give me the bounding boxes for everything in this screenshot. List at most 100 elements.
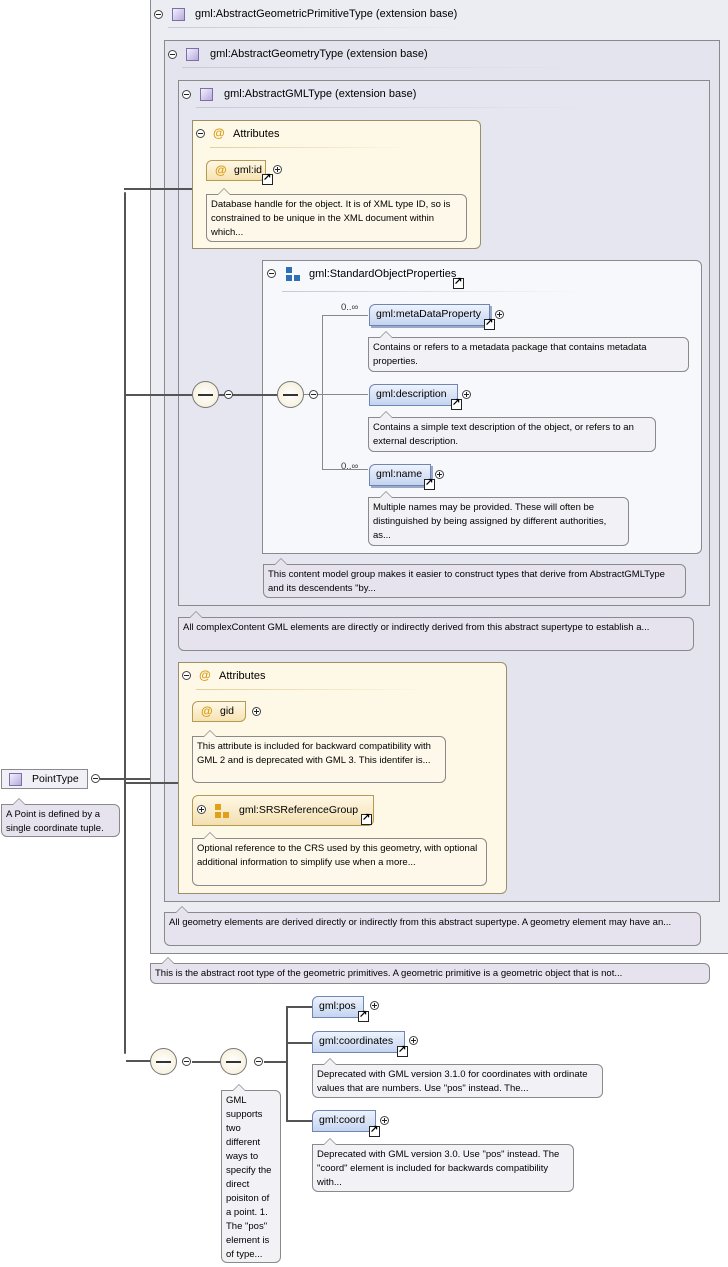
coord-expand-icon[interactable] [380,1116,389,1125]
gml-id-label: gml:id [234,164,263,176]
connector [124,188,192,190]
coord-doc: Deprecated with GML version 3.0. Use "po… [312,1138,574,1192]
description-link-icon[interactable] [451,397,462,410]
coordinates-link-icon[interactable] [397,1044,408,1057]
pos-expand-icon[interactable] [370,1001,379,1010]
connector [124,192,126,1054]
sequence-collapse-icon[interactable] [224,390,233,399]
connector [322,315,368,316]
sequence-icon[interactable] [150,1048,177,1075]
complex-type-icon [172,8,185,21]
geometry-title: gml:AbstractGeometryType (extension base… [210,48,428,60]
connector [126,1060,152,1062]
name-link-icon[interactable] [424,477,435,490]
name-doc: Multiple names may be provided. These wi… [368,491,629,546]
element-coordinates[interactable]: gml:coordinates [312,1031,405,1053]
sequence-icon[interactable] [277,381,304,408]
description-doc: Contains a simple text description of th… [368,411,656,452]
description-expand-icon[interactable] [462,390,471,399]
pos-link-icon[interactable] [358,1009,369,1022]
connector [286,1042,312,1044]
srs-doc: Optional reference to the CRS used by th… [192,832,487,886]
root-collapse-icon[interactable] [91,774,100,783]
primitive-collapse-icon[interactable] [154,10,163,19]
gid-expand-icon[interactable] [252,707,261,716]
separator [196,107,596,108]
separator [182,67,582,68]
separator [168,27,468,28]
srs-reference-group[interactable]: gml:SRSReferenceGroup [192,795,374,826]
sequence-collapse-icon[interactable] [182,1057,191,1066]
attributes-icon: @ [199,668,211,682]
srs-link-icon[interactable] [361,812,372,825]
root-label: PointType [32,773,79,785]
choice-icon[interactable] [220,1048,247,1075]
metadata-cardinality: 0..∞ [341,302,359,313]
element-metadataproperty[interactable]: gml:metaDataProperty [369,304,490,326]
choice-doc: GML supports two different ways to speci… [221,1084,281,1263]
coord-link-icon[interactable] [369,1124,380,1137]
name-cardinality: 0..∞ [341,461,359,472]
gml-id-link-icon[interactable] [262,172,273,185]
gml-id-doc: Database handle for the object. It is of… [206,188,467,242]
group-icon [286,267,300,281]
gml-type-title: gml:AbstractGMLType (extension base) [224,88,417,100]
srs-label: gml:SRSReferenceGroup [239,804,359,816]
connector [124,782,178,784]
element-description[interactable]: gml:description [369,384,458,406]
standard-props-doc: This content model group makes it easier… [263,558,686,598]
attribute-icon: @ [215,163,227,177]
complex-type-icon [186,48,199,61]
choice-collapse-icon[interactable] [254,1057,263,1066]
coordinates-expand-icon[interactable] [409,1036,418,1045]
geometry-doc: All geometry elements are derived direct… [164,906,701,946]
connector [286,1120,312,1122]
geometry-collapse-icon[interactable] [168,50,177,59]
standard-props-link-icon[interactable] [453,276,464,289]
sequence-icon[interactable] [192,381,219,408]
standard-props-collapse-icon[interactable] [267,269,276,278]
complex-type-icon [9,773,22,786]
attributes-title: Attributes [233,128,280,140]
element-coord[interactable]: gml:coord [312,1110,376,1132]
connector [218,394,280,396]
primitive-doc: This is the abstract root type of the ge… [150,957,710,984]
connector [124,394,192,396]
gml-type-doc: All complexContent GML elements are dire… [178,611,694,651]
name-expand-icon[interactable] [435,470,444,479]
gml-id-attribute[interactable]: @ gml:id [206,160,266,181]
separator [196,689,426,690]
connector [264,1061,288,1063]
element-pos[interactable]: gml:pos [312,996,364,1018]
attributes-collapse-icon[interactable] [182,671,191,680]
gid-attribute[interactable]: @ gid [192,701,246,722]
geometry-attributes-title: Attributes [219,670,266,682]
connector [322,394,368,395]
gml-id-expand-icon[interactable] [273,165,282,174]
standard-props-title: gml:StandardObjectProperties [309,268,457,280]
srs-expand-icon[interactable] [197,805,206,814]
attributes-collapse-icon[interactable] [196,129,205,138]
metadata-link-icon[interactable] [484,317,495,330]
complex-type-icon [200,88,213,101]
separator [210,147,410,148]
attribute-group-icon [215,804,229,818]
connector [286,1006,312,1008]
metadata-doc: Contains or refers to a metadata package… [368,331,689,372]
root-doc: A Point is defined by a single coordinat… [1,798,120,837]
gid-doc: This attribute is included for backward … [192,730,446,783]
connector [192,1061,222,1063]
connector [286,1006,288,1122]
connector [322,315,323,469]
separator [282,291,582,292]
primitive-title: gml:AbstractGeometricPrimitiveType (exte… [195,8,458,20]
gid-label: gid [220,705,235,717]
sequence-collapse-icon[interactable] [309,390,318,399]
element-name[interactable]: gml:name [369,464,431,486]
gml-type-collapse-icon[interactable] [182,90,191,99]
root-type-pointtype[interactable]: PointType [1,769,88,789]
connector [322,469,368,470]
attribute-icon: @ [201,704,213,718]
attributes-icon: @ [213,126,225,140]
metadata-expand-icon[interactable] [495,310,504,319]
